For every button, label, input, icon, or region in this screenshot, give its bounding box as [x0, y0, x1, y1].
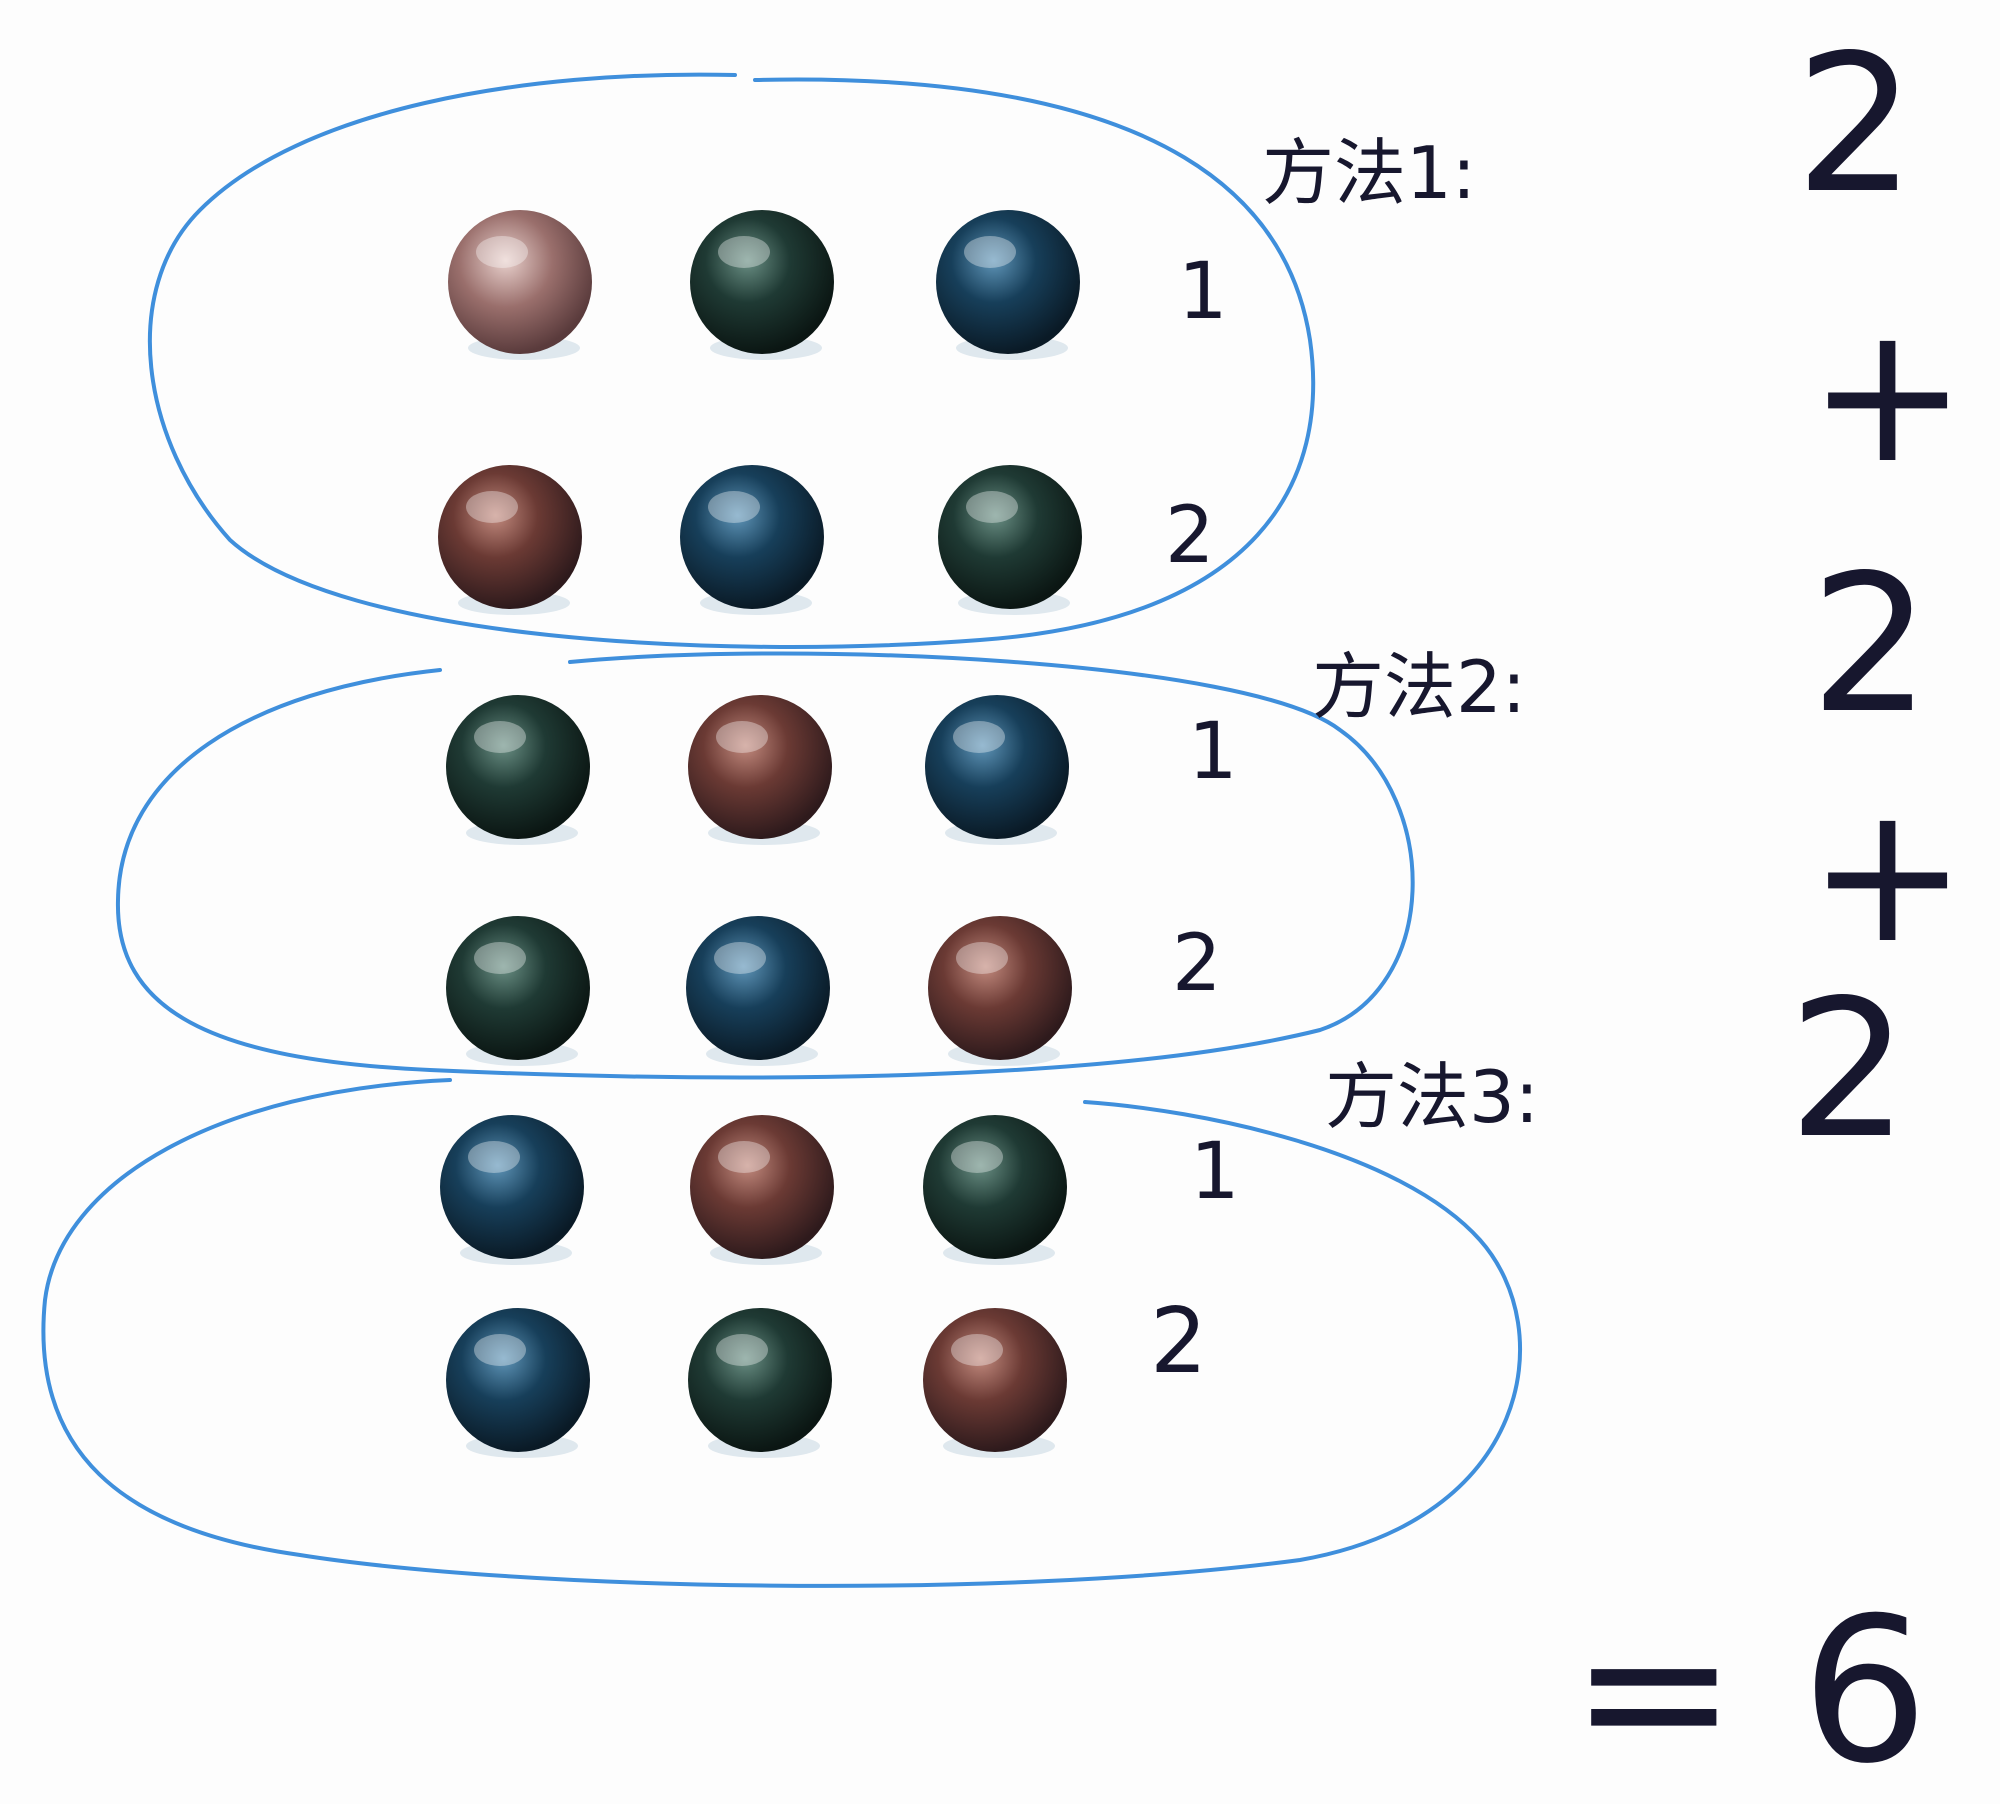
marble [938, 465, 1082, 615]
marble [923, 1308, 1067, 1458]
row-number-2-1: 1 [1188, 707, 1238, 797]
marble [440, 1115, 584, 1265]
marble [936, 210, 1080, 360]
row-number-3-1: 1 [1190, 1127, 1240, 1217]
marble [448, 210, 592, 360]
row-number-1-1: 1 [1178, 247, 1228, 337]
marble [688, 695, 832, 845]
equation-term-5: 2 [1788, 959, 1909, 1180]
marble [690, 210, 834, 360]
equation-term-1: 2 [1795, 14, 1916, 235]
group-loop-2 [115, 651, 1415, 1080]
row-number-2-2: 2 [1172, 919, 1222, 1009]
marble [923, 1115, 1067, 1265]
equation-term-4: + [1808, 764, 1967, 985]
marble [925, 695, 1069, 845]
group-label-1: 方法1: [1262, 131, 1476, 215]
row-number-1-2: 2 [1165, 491, 1215, 581]
equation-term-3: 2 [1810, 534, 1931, 755]
marble [446, 1308, 590, 1458]
marble-layer [438, 210, 1082, 1458]
row-number-3-2: 2 [1150, 1289, 1207, 1394]
marble [686, 916, 830, 1066]
marble [438, 465, 582, 615]
group-label-3: 方法3: [1325, 1055, 1539, 1139]
marble [928, 916, 1072, 1066]
marble [680, 465, 824, 615]
marble [446, 695, 590, 845]
equation-result: = 6 [1570, 1575, 1928, 1804]
group-label-2: 方法2: [1312, 645, 1526, 729]
group-loop-1 [148, 72, 1316, 649]
equation-term-2: + [1808, 284, 1967, 505]
group-loop-3 [41, 1078, 1522, 1588]
marble [690, 1115, 834, 1265]
marble [446, 916, 590, 1066]
marble [688, 1308, 832, 1458]
